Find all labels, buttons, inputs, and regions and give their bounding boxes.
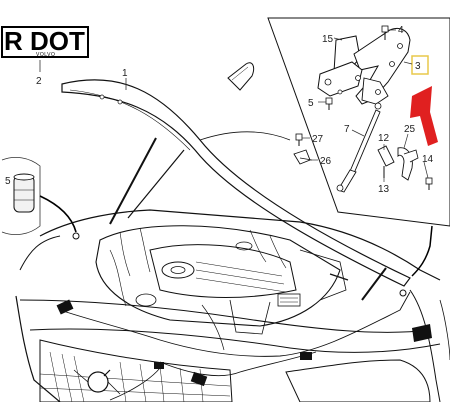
callout-3: 3	[415, 61, 421, 72]
volvo-emblem	[73, 369, 121, 395]
callout-5-detail: 5	[308, 98, 314, 109]
callout-13: 13	[378, 184, 390, 195]
callout-25: 25	[404, 124, 416, 135]
callout-1: 1	[122, 68, 128, 79]
warning-label-text: R DOT	[4, 26, 85, 56]
callout-12: 12	[378, 133, 390, 144]
highlight-box	[411, 55, 429, 75]
car-body	[15, 209, 450, 402]
hood-hinge	[317, 27, 411, 105]
cable-harness	[59, 291, 411, 401]
grille	[39, 339, 233, 402]
engine	[95, 225, 349, 351]
callout-4: 4	[398, 25, 404, 36]
red-arrow-indicator	[410, 86, 438, 146]
callout-27: 27	[312, 134, 324, 145]
warning-label-brand: VOLVO	[36, 52, 55, 58]
strut-bracket	[293, 149, 313, 165]
callout-26: 26	[320, 156, 332, 167]
warning-label: R DOT VOLVO	[1, 26, 89, 58]
hood-sensors	[56, 289, 432, 387]
callout-2: 2	[36, 76, 42, 87]
gas-strut	[336, 102, 382, 193]
strut-clip	[397, 147, 419, 181]
ball-stud	[377, 145, 395, 178]
callout-7: 7	[344, 124, 350, 135]
detail-bolts	[295, 25, 433, 190]
hood	[61, 79, 411, 287]
callout-14: 14	[422, 154, 434, 165]
callout-5-left: 5	[5, 176, 11, 187]
callout-15: 15	[322, 34, 334, 45]
bump-stop-detail: 5	[1, 156, 41, 236]
